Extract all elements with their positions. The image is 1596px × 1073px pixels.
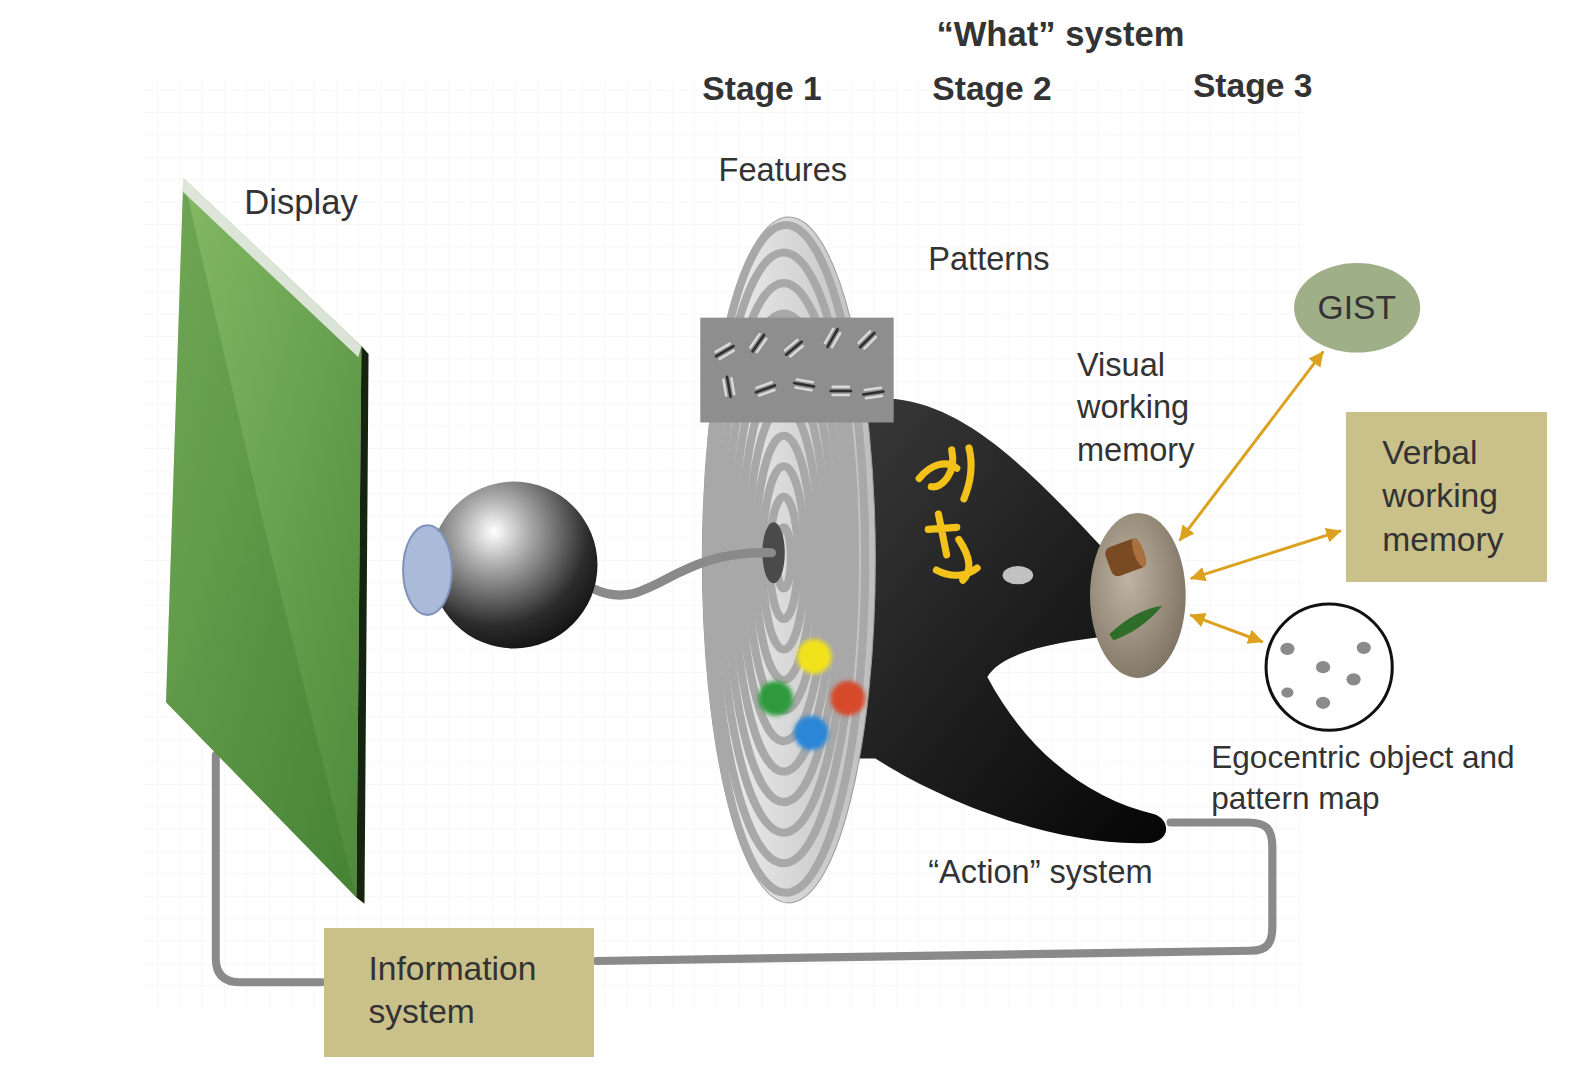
gabor-patches-part (754, 382, 776, 397)
verbal-memory-box: Verbal working memory (1346, 412, 1548, 582)
gabor-patches-part-part (720, 351, 734, 359)
gabor-patches-part (824, 327, 841, 349)
gabor-patches-part-part (865, 388, 881, 390)
stage-label: Stage 2 (932, 69, 1051, 109)
grid-ground (143, 82, 1303, 1008)
node-outline-part (166, 529, 356, 897)
black-pathway-part (1003, 566, 1034, 584)
node-outline-part (181, 178, 361, 357)
node-outline (166, 178, 370, 906)
gabor-patches-part-part (831, 390, 851, 393)
gist-ellipse: GIST (1293, 262, 1421, 354)
arrow-connector (1191, 615, 1261, 641)
gabor-patches-part-part (833, 386, 849, 389)
egocentric-map-circle: Egocentric object and pattern map (1263, 601, 1395, 733)
node-outline-part (1266, 604, 1392, 730)
gabor-patches-part (863, 388, 884, 399)
node-outline-part (1109, 606, 1162, 641)
gabor-patches-part (857, 330, 877, 350)
stage-label: Stage 3 (1193, 66, 1312, 106)
node-outline-part (1103, 536, 1149, 578)
information-system-box: Information system (324, 928, 595, 1056)
node-text: Verbal working memory (1382, 431, 1537, 562)
node-outline (1263, 601, 1395, 733)
visual-memory-oval: Visual working memory (1089, 512, 1187, 679)
gabor-patches-part (831, 387, 851, 395)
gabor-patches-part-part (794, 383, 814, 387)
node-outline-part-part (1316, 661, 1330, 673)
stage-label: Features (719, 151, 848, 190)
gabor-patches (714, 327, 884, 398)
gabor-patches-part-part (759, 390, 774, 396)
arrow-connector (1192, 531, 1340, 578)
stage-label: “What” system (936, 14, 1184, 56)
node-text: Visual working memory (1077, 344, 1195, 471)
node-text: Information system (368, 947, 584, 1034)
node-outline-part (1280, 641, 1371, 708)
eye-part (431, 482, 598, 649)
gabor-patches-part-part (864, 337, 876, 349)
color-feature-dots-part (797, 639, 832, 674)
stage-label: “Action” system (928, 853, 1152, 892)
stage-label: Patterns (928, 240, 1049, 279)
node-outline-part-part (1281, 687, 1293, 697)
color-feature-dots-part (794, 716, 829, 751)
gabor-patches-part (749, 332, 767, 353)
stage-label: Stage 1 (702, 69, 821, 109)
node-text: Display (244, 180, 357, 225)
feature-disc-part-part (741, 375, 827, 741)
gabor-patches-part-part (790, 346, 802, 356)
arrow-connector (1180, 352, 1322, 539)
gabor-patches-part-part (863, 392, 883, 395)
node-outline-part-part (1347, 673, 1361, 685)
node-outline (1089, 512, 1187, 679)
display-panel: Display (166, 178, 370, 906)
optic-nerve (592, 553, 771, 595)
gabor-patches-part-part (731, 378, 734, 394)
node-text: Egocentric object and pattern map (1211, 737, 1577, 819)
action-cable (596, 823, 1272, 961)
pattern-glyphs (919, 448, 977, 580)
node-outline-part-part (1129, 536, 1149, 568)
gabor-patches-part-part (833, 394, 849, 397)
color-feature-dots (758, 639, 865, 750)
color-feature-dots-part (831, 681, 866, 716)
node-outline-part (356, 346, 368, 904)
gabor-patches-part-part (866, 396, 882, 398)
node-outline-part (1294, 263, 1420, 353)
gabor-patches-part-part (795, 387, 811, 390)
pattern-glyphs-part (964, 448, 971, 499)
node-outline-part-part (1280, 642, 1294, 654)
gabor-patch-panel (700, 318, 893, 423)
node-outline-part (1090, 513, 1186, 678)
gabor-patches-part (714, 343, 736, 360)
pattern-glyphs-part (936, 540, 977, 581)
gabor-patches-part (784, 339, 805, 358)
eye-part (403, 525, 452, 615)
gabor-patches-part-part (797, 379, 813, 382)
node-outline-part-part (1316, 696, 1330, 708)
gabor-patches-part (723, 376, 735, 397)
node-outline-part-part (1357, 641, 1371, 653)
eye (403, 482, 597, 649)
pattern-glyphs-part (919, 450, 957, 487)
feature-disc-part-part (762, 466, 805, 649)
node-outline-part-part (1103, 537, 1148, 578)
gabor-patches-part-part (757, 339, 766, 352)
node-text: GIST (1318, 286, 1396, 330)
pattern-glyphs-part (928, 514, 957, 555)
node-outline-part (166, 178, 361, 898)
color-feature-dots-part (758, 681, 793, 716)
gabor-patches-part-part (727, 377, 731, 397)
gabor-patches-part-part (750, 334, 759, 347)
gabor-patches-part (793, 379, 814, 391)
gabor-patches-part-part (723, 380, 726, 396)
gabor-patches-part-part (832, 333, 840, 347)
